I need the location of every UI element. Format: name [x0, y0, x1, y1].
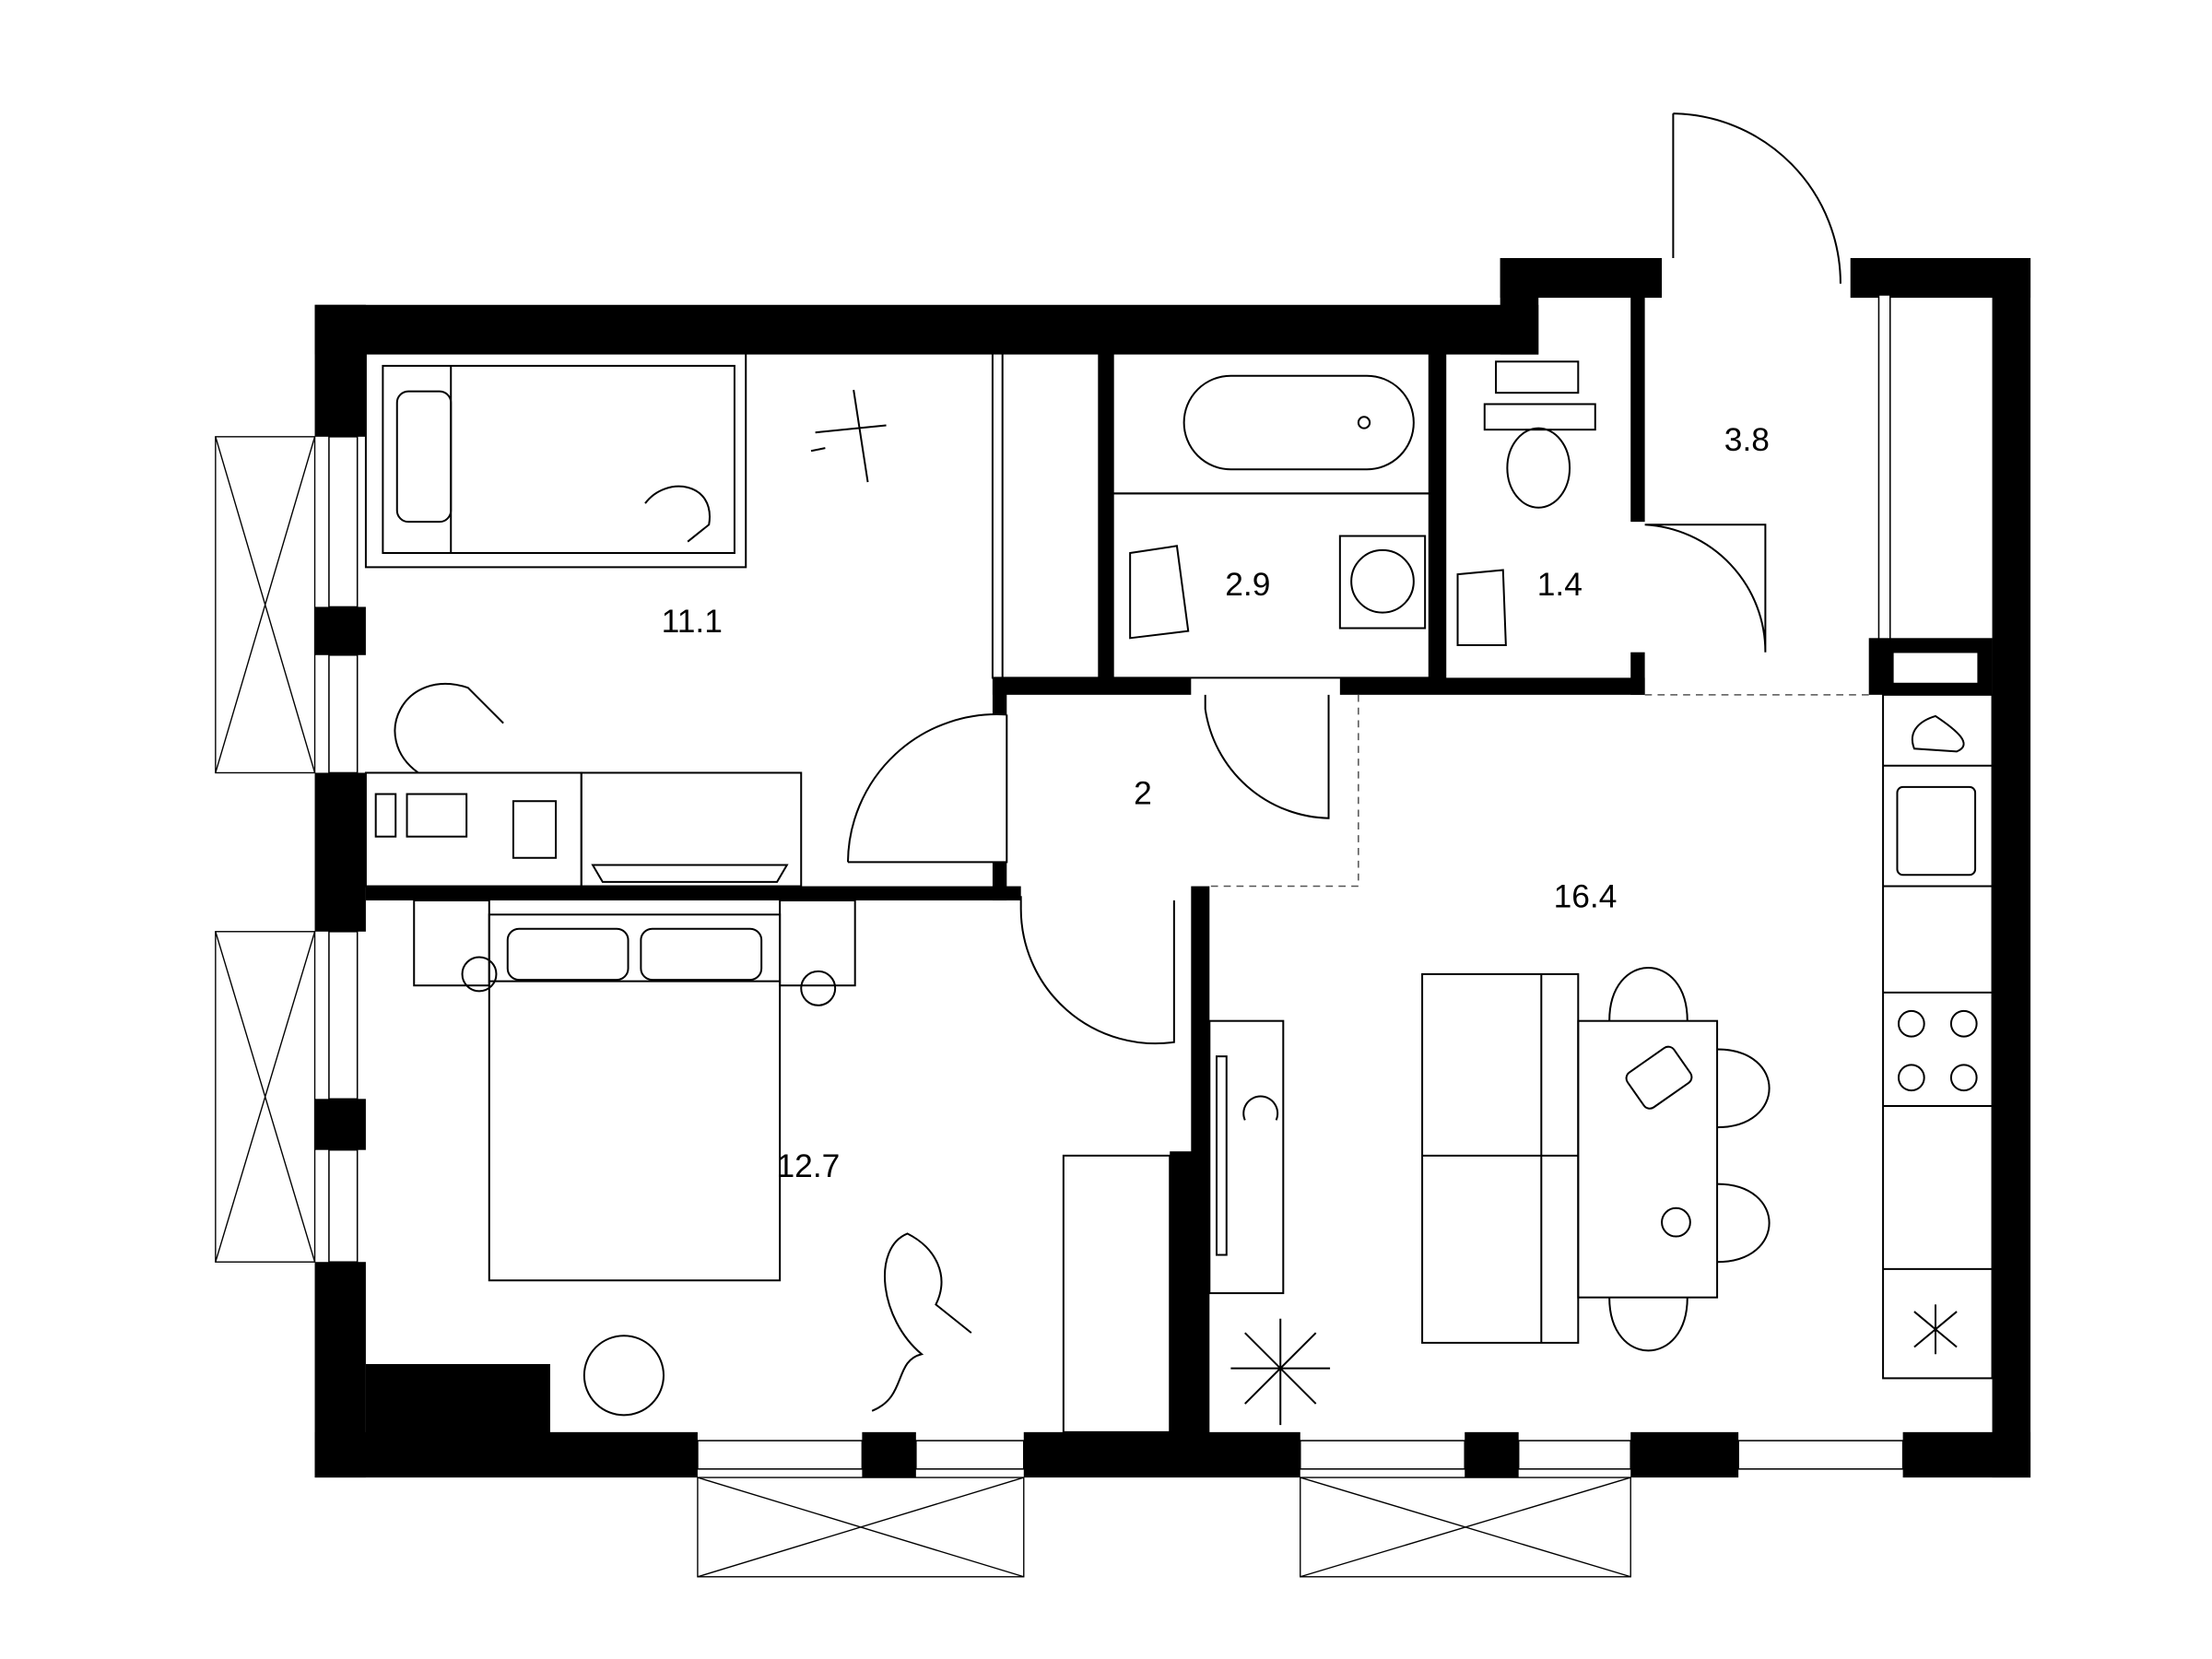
wardrobe-1: [991, 350, 1100, 679]
sink-2-icon: [1456, 569, 1507, 646]
kitchen-counter: [1882, 693, 1994, 1380]
area-label-bedroom-2: 12.7: [776, 1148, 840, 1184]
dresser: [580, 771, 803, 888]
plant-icon: [1230, 1318, 1331, 1426]
toilet-icon: [1506, 427, 1571, 509]
washing-machine-drum-icon: [1350, 548, 1415, 614]
pillow: [395, 390, 453, 524]
area-label-entrance-hall: 3.8: [1724, 422, 1770, 458]
desk: [364, 771, 582, 888]
room-labels: 11.1 2.9 1.4 3.8 2 12.7 16.4: [662, 422, 1770, 1184]
plant-icon: [582, 1335, 665, 1417]
chair: [1717, 1048, 1771, 1129]
chair: [1608, 1297, 1688, 1352]
furniture: [364, 350, 1994, 1433]
chair-1: [394, 682, 504, 774]
dog-icon: [871, 1232, 972, 1412]
tap-icon: [1912, 714, 1965, 753]
nightstand-2: [779, 899, 856, 987]
area-label-kitchen-living: 16.4: [1554, 879, 1618, 915]
windows: [328, 294, 1904, 1470]
area-label-bedroom-1: 11.1: [662, 604, 723, 640]
doors: [847, 112, 1869, 1045]
tv-stand: [1208, 1019, 1285, 1295]
headphones-icon: [1242, 1095, 1279, 1121]
double-bed: [488, 913, 782, 1282]
single-bed: [364, 350, 747, 569]
chair: [1608, 967, 1688, 1021]
chair: [1717, 1182, 1771, 1264]
cutting-board-icon: [1625, 1045, 1693, 1110]
lamp-icon: [800, 970, 837, 1006]
outer-walls: [314, 258, 2031, 1478]
area-label-corridor: 2: [1134, 775, 1152, 811]
balconies: [215, 436, 1631, 1578]
stove-icon: [1898, 1009, 1978, 1092]
area-label-bathroom: 2.9: [1225, 567, 1270, 603]
cat-icon: [644, 485, 711, 543]
toy-plane-icon: [810, 389, 887, 483]
wardrobe-2: [1062, 1154, 1171, 1433]
area-label-toilet: 1.4: [1537, 567, 1583, 603]
nightstand-1: [413, 899, 490, 987]
toilet-cistern: [1495, 360, 1580, 394]
bathtub: [1112, 350, 1430, 495]
kitchen-sink-icon: [1896, 785, 1977, 877]
washing-machine: [1338, 535, 1427, 629]
plate-icon: [1661, 1206, 1691, 1238]
lamp-icon: [461, 956, 498, 993]
snowflake-icon: [1913, 1304, 1958, 1355]
printer-icon: [512, 800, 558, 859]
dining-table: [1577, 1019, 1719, 1299]
sink-1-icon: [1129, 545, 1190, 640]
interior-walls: [365, 295, 1993, 1435]
laptop-icon: [406, 793, 468, 838]
sofa: [1421, 972, 1580, 1344]
